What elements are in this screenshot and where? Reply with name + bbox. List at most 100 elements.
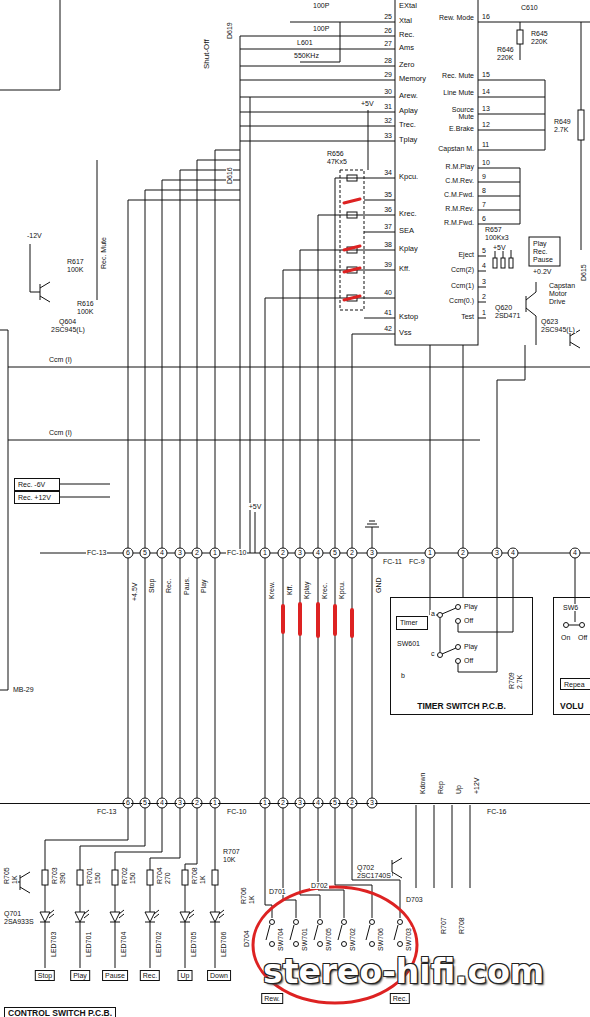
schematic-label: Ccm (I) xyxy=(48,429,73,436)
schematic-label: 2 xyxy=(280,549,286,556)
schematic-label: 2.7K xyxy=(516,674,523,690)
schematic-label: 14 xyxy=(481,88,491,95)
schematic-label: SW701 xyxy=(301,927,308,952)
schematic-label: 220K xyxy=(496,54,514,61)
component-body xyxy=(147,870,153,885)
terminal-circle xyxy=(456,605,461,610)
schematic-label: 4 xyxy=(572,549,578,556)
schematic-label: 100P xyxy=(312,25,330,32)
schematic-label: a xyxy=(430,610,436,617)
wire-path xyxy=(40,512,590,803)
schematic-label: Ccm(2) xyxy=(450,266,475,273)
terminal-circle xyxy=(370,942,375,947)
pcb-box: TIMER SWITCH P.C.B. Timer xyxy=(390,597,533,715)
schematic-label: 35 xyxy=(383,191,393,198)
schematic-label: Up xyxy=(178,970,193,981)
schematic-label: 2.7K xyxy=(553,126,569,133)
component-body xyxy=(347,175,357,181)
schematic-label: Rec. Mute xyxy=(441,72,475,79)
schematic-label: 1 xyxy=(262,799,268,806)
schematic-label: 25 xyxy=(383,13,393,20)
schematic-label: 1 xyxy=(212,549,218,556)
schematic-label: Arew. xyxy=(398,92,419,100)
wire-group xyxy=(0,0,590,968)
schematic-label: SEA xyxy=(398,227,415,235)
wire-path xyxy=(526,282,580,348)
schematic-label: 7 xyxy=(481,201,487,208)
component-body xyxy=(529,237,560,266)
schematic-label: 2 xyxy=(280,799,286,806)
schematic-label: Q701 xyxy=(3,910,22,917)
schematic-label: 2SA933S xyxy=(3,918,35,925)
schematic-label: FC-13 xyxy=(96,808,117,815)
schematic-label: Zero xyxy=(398,61,415,69)
schematic-label: 2SC945(L) xyxy=(50,326,86,333)
schematic-label: 1K xyxy=(248,894,255,905)
schematic-label: 100P xyxy=(312,2,330,9)
terminal-circle xyxy=(175,548,185,558)
schematic-label: Up xyxy=(455,784,462,795)
wire-path xyxy=(338,925,342,940)
schematic-label: Memory xyxy=(398,75,427,83)
schematic-label: 4 xyxy=(315,549,321,556)
schematic-label: 2 xyxy=(349,549,355,556)
schematic-label: 40 xyxy=(383,289,393,296)
schematic-label: Stop xyxy=(35,970,55,981)
schematic-label: Rec. xyxy=(398,31,415,39)
terminal-circle xyxy=(318,920,323,925)
schematic-label: 10K xyxy=(222,856,236,863)
terminal-circle xyxy=(425,548,435,558)
box-label: CONTROL SWITCH P.C.B. xyxy=(4,1007,116,1017)
schematic-label: C.M.Fwd. xyxy=(443,191,475,198)
schematic-label: 1 xyxy=(212,799,218,806)
terminal-circle xyxy=(456,659,461,664)
schematic-label: 3 xyxy=(297,549,303,556)
schematic-label: LED704 xyxy=(120,931,127,958)
schematic-label: FC-10 xyxy=(226,549,247,556)
terminal-circle xyxy=(210,548,220,558)
schematic-label: 150 xyxy=(94,871,101,885)
schematic-label: R706 xyxy=(240,886,247,905)
box-label: TIMER SWITCH P.C.B. xyxy=(417,702,506,711)
schematic-label: Shut-Off xyxy=(203,38,211,70)
schematic-label: 2SC1740S xyxy=(356,872,392,879)
terminal-circle xyxy=(508,548,518,558)
schematic-label: 390 xyxy=(59,871,66,885)
component-body xyxy=(347,212,357,218)
terminal-circle xyxy=(313,548,323,558)
wire-path xyxy=(240,36,250,553)
wire-path xyxy=(569,597,579,625)
schematic-label: C.M.Rev. xyxy=(444,177,475,184)
schematic-label: Rec. xyxy=(532,248,548,255)
wire-path xyxy=(314,925,318,940)
schematic-label: LED706 xyxy=(220,931,227,958)
schematic-label: Trec. xyxy=(398,121,417,129)
schematic-label: Kplay xyxy=(398,245,419,253)
schematic-label: 4 xyxy=(510,549,516,556)
schematic-label: Kdown xyxy=(419,772,426,795)
schematic-label: 4 xyxy=(315,799,321,806)
schematic-label: FC-10 xyxy=(226,808,247,815)
box-label: Timer xyxy=(400,619,418,626)
schematic-label: 1 xyxy=(427,549,433,556)
schematic-label: 2 xyxy=(194,799,200,806)
schematic-label: 30 xyxy=(383,88,393,95)
schematic-label: Kpcu. xyxy=(338,580,345,600)
terminal-circle xyxy=(342,920,347,925)
schematic-label: 6 xyxy=(125,549,131,556)
schematic-label: 3 xyxy=(369,549,375,556)
schematic-label: Vss xyxy=(398,329,413,337)
component-body xyxy=(112,870,118,885)
schematic-label: R708 xyxy=(458,916,465,935)
schematic-label: 2 xyxy=(194,549,200,556)
schematic-label: Play xyxy=(463,643,479,650)
schematic-label: 150 xyxy=(129,871,136,885)
wire-group xyxy=(40,175,585,968)
schematic-label: 11 xyxy=(481,141,490,148)
schematic-label: Source Mute xyxy=(437,106,475,121)
terminal-circle xyxy=(270,920,275,925)
terminal-circle xyxy=(192,548,202,558)
schematic-label: R707 xyxy=(440,916,447,935)
schematic-label: LED705 xyxy=(190,931,197,958)
wire-path xyxy=(478,22,590,318)
